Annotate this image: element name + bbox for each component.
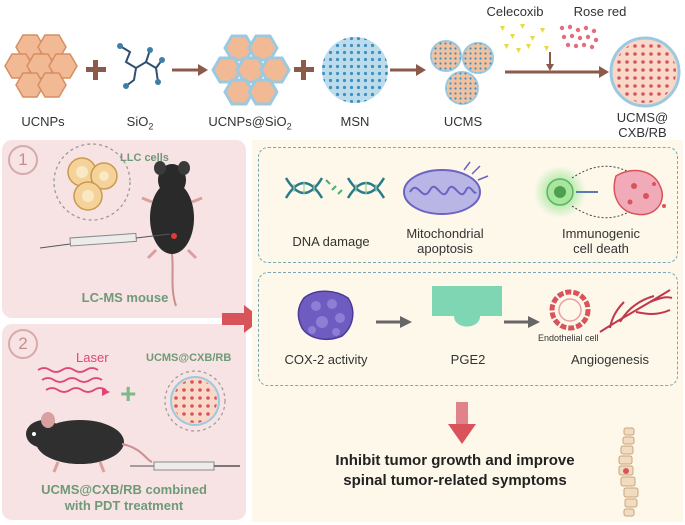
- msn-sphere-icon: [322, 37, 388, 103]
- outcome-line-1: Inhibit tumor growth and improve: [335, 452, 575, 469]
- spine-icon: [618, 427, 639, 517]
- outcome-line-2: spinal tumor-related symptoms: [343, 472, 567, 489]
- mitochondria-icon: [403, 161, 489, 215]
- ucnps-sio2-label: UCNPs@SiO2: [200, 114, 300, 132]
- pge2-label: PGE2: [450, 352, 486, 367]
- celecoxib-label: Celecoxib: [486, 4, 544, 19]
- sio2-molecule-icon: [117, 43, 165, 89]
- dna-damage-label: DNA damage: [292, 234, 370, 249]
- step2-caption-2: with PDT treatment: [64, 498, 184, 513]
- icd-label-2: cell death: [573, 241, 629, 256]
- step2-caption-1: UCMS@CXB/RB combined: [41, 482, 207, 497]
- sio2-subscript: 2: [148, 121, 154, 132]
- arrow-grey-2-icon: [504, 316, 540, 328]
- endothelial-label: Endothelial cell: [538, 333, 599, 343]
- syringe-icon: [39, 232, 171, 249]
- rose-red-dots-icon: [559, 24, 599, 50]
- mouse-top-view-icon: [141, 161, 203, 307]
- mito-label-2: apoptosis: [417, 241, 473, 256]
- mito-label-1: Mitochondrial: [406, 226, 484, 241]
- endothelial-vessel-icon: [549, 289, 591, 331]
- ucms-cxb-rb-label-1: UCMS@: [616, 110, 669, 125]
- cox2-protein-icon: [297, 290, 354, 341]
- laser-label: Laser: [76, 350, 109, 365]
- ucnps-label: UCNPs: [21, 114, 65, 129]
- arrow-1-icon: [172, 64, 208, 76]
- ucms-agent-sphere-icon: [164, 370, 226, 432]
- effects-bottom-box: [258, 272, 678, 386]
- down-arrow-icon: [448, 402, 476, 444]
- step2-agent-label: UCMS@CXB/RB: [146, 352, 232, 364]
- ucnps-sio2-subscript: 2: [286, 121, 292, 132]
- laser-waves-icon: [37, 367, 110, 396]
- ucms-cxb-rb-label-2: CXB/RB: [618, 125, 667, 140]
- llc-cells-bubble-icon: [53, 143, 131, 221]
- step1-number: 1: [8, 145, 38, 175]
- sio2-label: SiO2: [112, 114, 168, 132]
- angiogenesis-label: Angiogenesis: [570, 352, 650, 367]
- effects-top-box: [258, 147, 678, 263]
- plus-green-icon: +: [120, 378, 137, 409]
- immunogenic-cell-death-icon: [534, 165, 666, 219]
- blood-vessels-icon: [599, 289, 673, 333]
- mouse-side-icon: [26, 412, 153, 473]
- plus-icon-2: [294, 60, 314, 80]
- cox2-label: COX-2 activity: [284, 352, 368, 367]
- step1-panel: [2, 140, 246, 318]
- step1-caption: LC-MS mouse: [81, 290, 169, 305]
- ucnps-sio2-cluster-icon: [211, 34, 291, 106]
- msn-label: MSN: [340, 114, 370, 129]
- ucnps-cluster-icon: [4, 34, 78, 98]
- step2-number: 2: [8, 329, 38, 359]
- drop-arrow-icon: [546, 52, 554, 71]
- ucms-particles-icon: [430, 40, 494, 105]
- celecoxib-triangles-icon: [500, 24, 549, 53]
- arrow-2-icon: [390, 64, 426, 76]
- icd-label-1: Immunogenic: [561, 226, 641, 241]
- arrow-grey-1-icon: [376, 316, 412, 328]
- plus-icon: [86, 60, 106, 80]
- ucms-label: UCMS: [443, 114, 483, 129]
- llc-cells-label: LLC cells: [120, 152, 169, 164]
- sio2-text: SiO: [126, 114, 149, 129]
- dna-icon: [284, 177, 386, 199]
- ucnps-sio2-text: UCNPs@SiO: [208, 114, 287, 129]
- rose-red-label: Rose red: [573, 4, 627, 19]
- syringe-2-icon: [130, 461, 240, 471]
- ucms-cxb-rb-sphere-icon: [609, 36, 681, 108]
- arrow-3-icon: [505, 66, 609, 78]
- pge2-receptor-icon: [432, 286, 502, 327]
